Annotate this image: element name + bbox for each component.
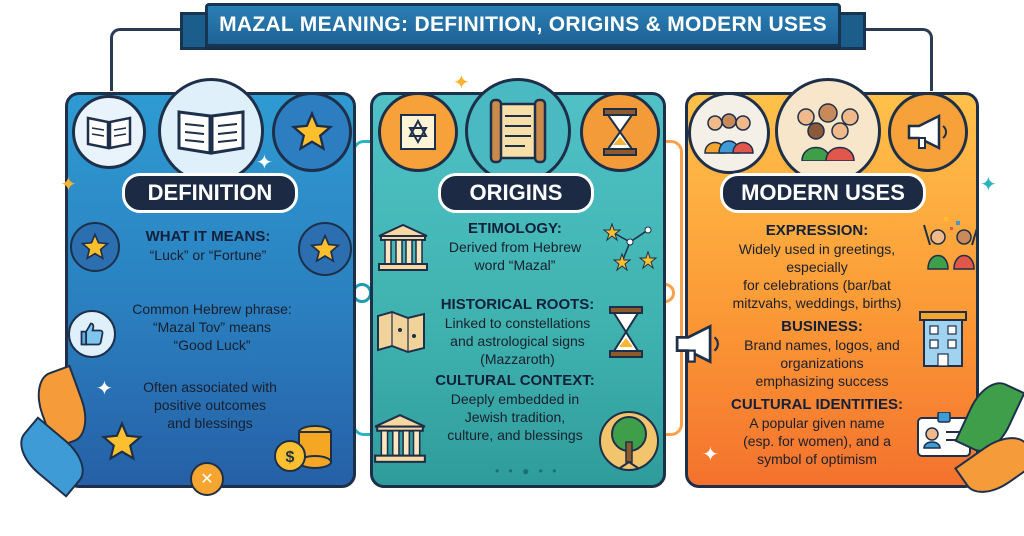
biz-line: emphasizing success — [755, 373, 889, 389]
ident-line: (esp. for women), and a — [743, 433, 891, 449]
definition-title: DEFINITION — [122, 173, 298, 213]
sparkle-icon: ✦ — [702, 444, 719, 466]
assoc-line: Often associated with — [143, 379, 277, 395]
modern-business: BUSINESS: Brand names, logos, and organi… — [722, 318, 922, 390]
origins-etymology: ETIMOLOGY: Derived from Hebrew word “Maz… — [425, 220, 605, 274]
meaning-text: “Luck” or “Fortune” — [149, 247, 267, 263]
context-line: Deeply embedded in — [450, 391, 580, 407]
ident-heading: CULTURAL IDENTITIES: — [731, 396, 903, 413]
ident-line: A popular given name — [749, 415, 885, 431]
modern-expression: EXPRESSION: Widely used in greetings, es… — [712, 222, 922, 312]
connector-left — [110, 28, 208, 91]
page-dots: • • ● • • — [495, 464, 560, 478]
hourglass-icon — [608, 305, 644, 364]
megaphone-icon — [672, 322, 724, 371]
etym-line: Derived from Hebrew — [448, 239, 582, 255]
modern-title-text: MODERN USES — [741, 180, 905, 205]
origins-title: ORIGINS — [438, 173, 594, 213]
roots-line: Linked to constellations — [444, 315, 591, 331]
definition-title-text: DEFINITION — [147, 180, 273, 205]
assoc-line: and blessings — [167, 415, 253, 431]
sparkle-icon: ✦ — [980, 174, 997, 196]
sparkle-icon: ✦ — [453, 72, 470, 94]
temple-icon — [372, 412, 428, 469]
thumbs-up-icon — [68, 310, 116, 358]
tree-icon — [598, 410, 660, 477]
meaning-heading: WHAT IT MEANS: — [145, 228, 271, 245]
assoc-line: positive outcomes — [153, 397, 267, 413]
scroll-icon — [465, 78, 571, 184]
context-line: Jewish tradition, — [464, 409, 566, 425]
connector-right — [835, 28, 933, 91]
megaphone-icon — [888, 92, 968, 172]
sparkle-icon: ✦ — [60, 174, 77, 196]
biz-line: Brand names, logos, and — [744, 337, 900, 353]
expr-line: especially — [786, 259, 848, 275]
celebration-icon — [922, 215, 980, 276]
temple-icon — [376, 222, 430, 277]
large-book-icon — [158, 78, 264, 184]
star-icon — [272, 92, 352, 172]
svg-text:$: $ — [286, 449, 295, 466]
origins-roots: HISTORICAL ROOTS: Linked to constellatio… — [425, 296, 610, 368]
map-icon — [374, 310, 428, 359]
roots-line: and astrological signs — [450, 333, 585, 349]
roots-line: (Mazzaroth) — [480, 351, 555, 367]
group-icon — [688, 92, 770, 174]
star-icon — [298, 222, 352, 276]
origins-context: CULTURAL CONTEXT: Deeply embedded in Jew… — [425, 372, 605, 444]
definition-meaning: WHAT IT MEANS: “Luck” or “Fortune” — [118, 228, 298, 264]
star-icon — [100, 420, 144, 469]
office-building-icon — [918, 310, 968, 373]
biz-line: organizations — [780, 355, 864, 371]
ident-line: symbol of optimism — [757, 451, 877, 467]
sparkle-icon: ✦ — [96, 378, 113, 400]
context-heading: CULTURAL CONTEXT: — [435, 372, 595, 389]
modern-title: MODERN USES — [720, 173, 926, 213]
phrase-line: Common Hebrew phrase: — [132, 301, 292, 317]
star-of-david-icon — [378, 92, 458, 172]
constellation-icon — [600, 218, 660, 279]
page-title: MAZAL MEANING: DEFINITION, ORIGINS & MOD… — [219, 13, 827, 36]
expr-heading: EXPRESSION: — [765, 222, 869, 239]
open-book-icon — [72, 95, 146, 169]
star-icon — [70, 222, 120, 272]
roots-heading: HISTORICAL ROOTS: — [440, 296, 595, 313]
etym-heading: ETIMOLOGY: — [468, 220, 562, 237]
page-title-banner: MAZAL MEANING: DEFINITION, ORIGINS & MOD… — [205, 3, 841, 47]
biz-heading: BUSINESS: — [781, 318, 863, 335]
expr-line: Widely used in greetings, — [738, 241, 896, 257]
sparkle-icon: ✦ — [256, 152, 273, 174]
side-connector-right — [662, 140, 683, 436]
coins-icon: $ — [270, 420, 340, 480]
definition-association: Often associated with positive outcomes … — [115, 378, 305, 432]
expr-line: mitzvahs, weddings, births) — [732, 295, 902, 311]
crowd-icon — [775, 78, 881, 184]
context-line: culture, and blessings — [447, 427, 583, 443]
hourglass-icon — [580, 92, 660, 172]
modern-identities: CULTURAL IDENTITIES: A popular given nam… — [712, 396, 922, 468]
phrase-line: “Good Luck” — [173, 337, 251, 353]
expr-line: for celebrations (bar/bat — [743, 277, 891, 293]
phrase-line: “Mazal Tov” means — [152, 319, 271, 335]
definition-phrase: Common Hebrew phrase: “Mazal Tov” means … — [112, 300, 312, 354]
id-card-icon — [916, 411, 972, 463]
close-icon: ✕ — [190, 462, 224, 496]
etym-line: word “Mazal” — [474, 257, 556, 273]
origins-title-text: ORIGINS — [469, 180, 563, 205]
